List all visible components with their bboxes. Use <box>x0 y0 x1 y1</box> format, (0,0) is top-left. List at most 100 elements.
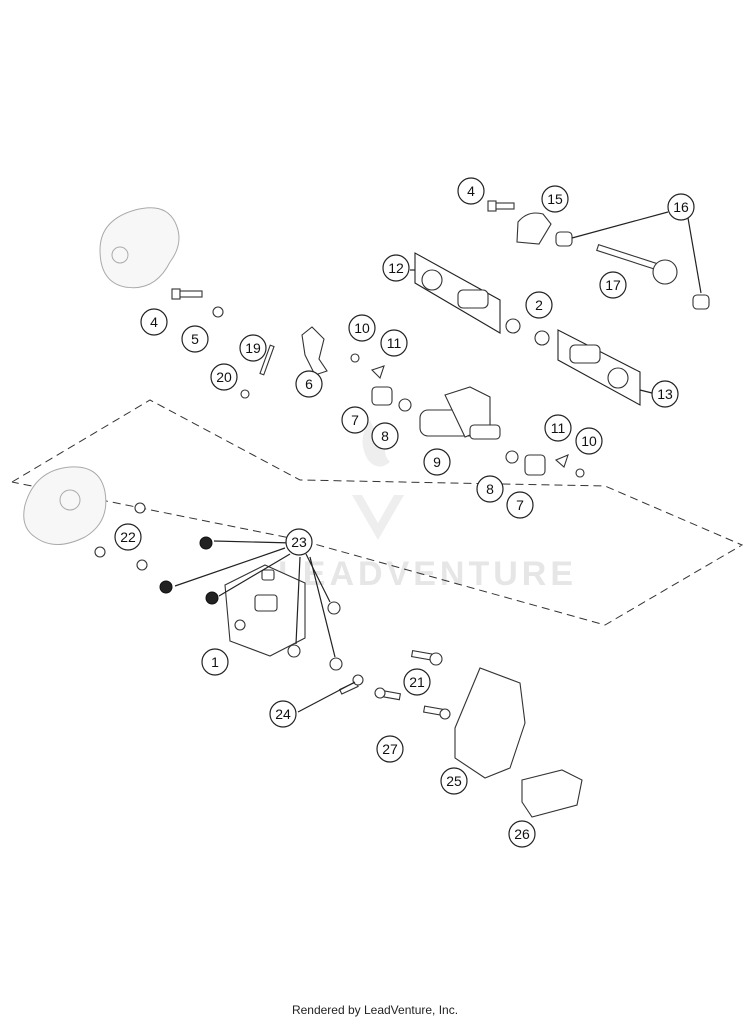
part-16-bushing-bottom <box>692 294 710 310</box>
svg-text:13: 13 <box>657 386 673 402</box>
svg-text:7: 7 <box>516 497 524 513</box>
svg-text:6: 6 <box>305 376 313 392</box>
callout-6: 6 <box>295 370 323 398</box>
callout-4b: 4 <box>457 177 485 205</box>
svg-text:19: 19 <box>245 340 261 356</box>
part-2-ring-left <box>505 318 521 334</box>
svg-text:12: 12 <box>388 260 404 276</box>
part-10-screw-right <box>575 468 585 478</box>
svg-text:1: 1 <box>211 654 219 670</box>
part-11-segment-right <box>554 454 569 468</box>
callout-4a: 4 <box>140 308 168 336</box>
callout-5: 5 <box>181 325 209 353</box>
part-25-cover <box>454 667 526 779</box>
watermark-text: LEADVENTURE <box>278 555 577 593</box>
svg-text:4: 4 <box>150 314 158 330</box>
callout-8b: 8 <box>476 475 504 503</box>
callout-22: 22 <box>114 523 142 551</box>
callout-13: 13 <box>651 380 679 408</box>
callout-8a: 8 <box>371 422 399 450</box>
part-2-ring-right <box>534 330 550 346</box>
part-8-ring-left <box>398 398 412 412</box>
part-12-kit-box <box>414 252 501 334</box>
callout-19: 19 <box>239 334 267 362</box>
part-5-washer <box>212 306 224 318</box>
part-6-lever <box>301 326 328 376</box>
part-13-kit-box <box>557 329 641 406</box>
part-7-bearing-right <box>524 454 546 476</box>
svg-text:2: 2 <box>535 297 543 313</box>
ghost-cover-left-hole <box>59 489 81 511</box>
part-15-bracket <box>516 212 552 245</box>
callout-23: 23 <box>285 528 313 556</box>
svg-text:10: 10 <box>581 433 597 449</box>
part-27-bolt-b <box>423 705 451 720</box>
part-22-bolt-a <box>134 502 146 514</box>
callout-26: 26 <box>508 820 536 848</box>
svg-text:15: 15 <box>547 191 563 207</box>
svg-text:8: 8 <box>486 481 494 497</box>
part-19-pin <box>259 344 275 376</box>
part-26-guard <box>521 769 583 818</box>
svg-text:11: 11 <box>551 420 566 436</box>
part-23-grommet-d <box>327 601 341 615</box>
svg-text:26: 26 <box>514 826 530 842</box>
part-20-bolt <box>240 389 250 399</box>
part-23-grommet-a <box>199 536 213 550</box>
footer-credit: Rendered by LeadVenture, Inc. <box>291 1003 459 1017</box>
callout-10b: 10 <box>575 427 603 455</box>
callout-9: 9 <box>423 448 451 476</box>
part-4-bolt-left <box>171 288 203 300</box>
ghost-cover-top <box>99 207 180 289</box>
callout-12: 12 <box>382 254 410 282</box>
svg-text:16: 16 <box>673 199 689 215</box>
svg-text:4: 4 <box>467 183 475 199</box>
part-23-grommet-c <box>205 591 219 605</box>
callout-17: 17 <box>599 271 627 299</box>
part-8-ring-right <box>505 450 519 464</box>
part-27-bolt-a <box>374 687 402 701</box>
part-23-grommet-f <box>329 657 343 671</box>
callout-16: 16 <box>667 193 695 221</box>
svg-text:27: 27 <box>382 741 398 757</box>
svg-text:11: 11 <box>387 335 402 351</box>
callout-15: 15 <box>541 185 569 213</box>
callout-25: 25 <box>440 767 468 795</box>
part-17-shaft <box>596 243 678 285</box>
part-22-bolt-c <box>136 559 148 571</box>
svg-text:5: 5 <box>191 331 199 347</box>
ghost-cover-top-hole <box>111 246 129 264</box>
part-1-housing <box>224 564 306 657</box>
svg-text:23: 23 <box>291 534 307 550</box>
callout-10a: 10 <box>348 314 376 342</box>
part-21-bolt <box>410 650 443 666</box>
callout-11b: 11 <box>544 414 572 442</box>
callout-27: 27 <box>376 735 404 763</box>
callout-7a: 7 <box>341 406 369 434</box>
part-24-screw <box>338 674 364 695</box>
callout-1: 1 <box>201 648 229 676</box>
svg-text:21: 21 <box>409 674 425 690</box>
logo-v-icon <box>352 495 404 540</box>
part-16-bushing-top <box>555 231 573 247</box>
svg-text:10: 10 <box>354 320 370 336</box>
part-9-shift-drum <box>419 386 501 440</box>
callout-21: 21 <box>403 668 431 696</box>
part-23-grommet-b <box>159 580 173 594</box>
part-4-bolt-right <box>487 200 515 212</box>
watermark: LEADVENTURE <box>278 420 577 593</box>
part-11-segment-top <box>370 365 385 380</box>
svg-text:20: 20 <box>216 369 232 385</box>
svg-text:9: 9 <box>433 454 441 470</box>
callout-11a: 11 <box>380 329 408 357</box>
svg-text:24: 24 <box>275 706 291 722</box>
callout-24: 24 <box>269 700 297 728</box>
callout-2: 2 <box>525 291 553 319</box>
svg-text:8: 8 <box>381 428 389 444</box>
svg-text:22: 22 <box>120 529 136 545</box>
part-23-grommet-e <box>287 644 301 658</box>
svg-text:17: 17 <box>605 277 621 293</box>
part-10-screw-top <box>350 353 360 363</box>
part-7-bearing-left <box>371 386 393 406</box>
